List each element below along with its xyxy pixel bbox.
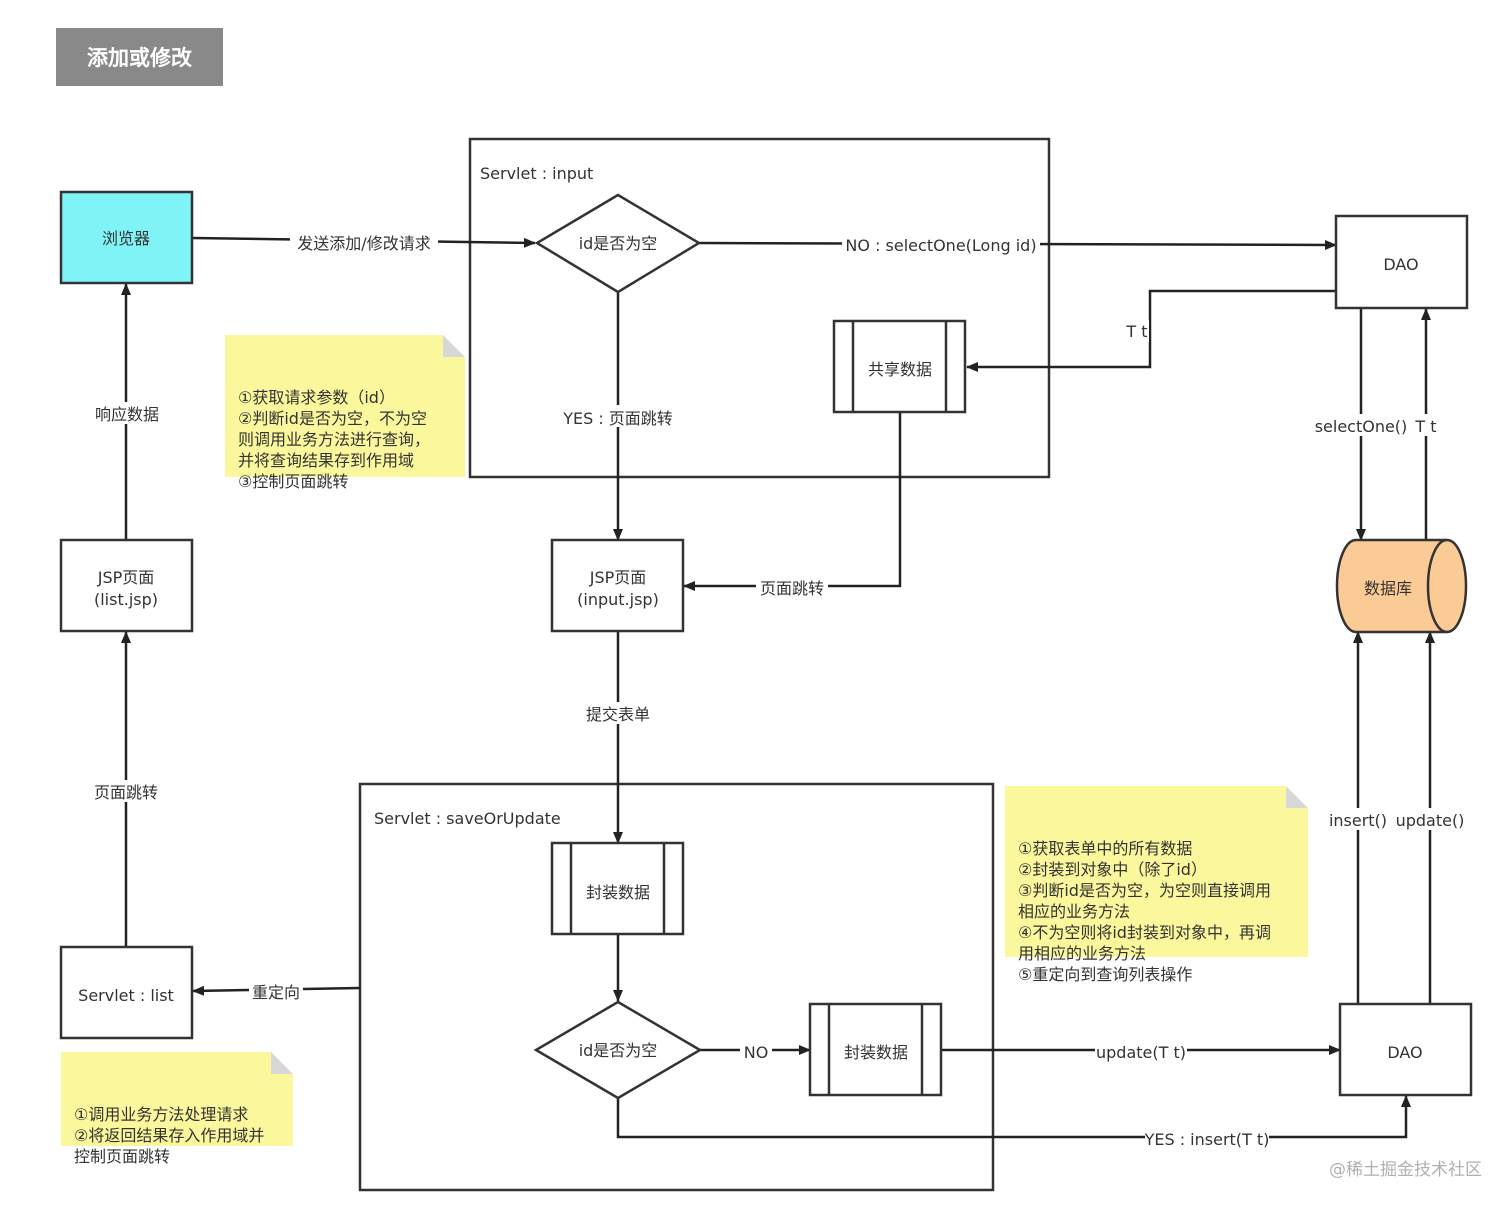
edge-labels: 发送添加/修改请求 NO : selectOne(Long id) T t YE… (90, 230, 1466, 1149)
servlet-input-label: Servlet : input (480, 164, 593, 183)
servlet-list-node[interactable]: Servlet : list (59, 945, 194, 1040)
input-note-text: ①获取请求参数（id） ②判断id是否为空，不为空 则调用业务方法进行查询， 并… (238, 388, 431, 491)
jsp-input-node[interactable]: JSP页面 (input.jsp) (550, 538, 685, 633)
edge-share-jump: 页面跳转 (760, 579, 824, 598)
pack-data-1-node[interactable]: 封装数据 (550, 841, 685, 936)
note-fold-icon (443, 335, 465, 357)
browser-label: 浏览器 (102, 229, 150, 248)
save-note-text: ①获取表单中的所有数据 ②封装到对象中（除了id） ③判断id是否为空，为空则直… (1018, 839, 1271, 984)
database-node[interactable]: 数据库 (1335, 538, 1468, 634)
servlet-list-label: Servlet : list (78, 986, 174, 1005)
edge-update: update() (1396, 811, 1465, 830)
servlet-input-container (468, 137, 1051, 479)
servlet-save-container (358, 782, 995, 1192)
edge-yes-jump: YES : 页面跳转 (562, 409, 673, 428)
edge-insert: insert() (1329, 811, 1387, 830)
watermark: @稀土掘金技术社区 (1329, 1160, 1482, 1180)
edge-page-jump-left: 页面跳转 (94, 783, 158, 802)
database-label: 数据库 (1364, 579, 1412, 598)
jsp-input-label-1: JSP页面 (589, 568, 647, 587)
decision-bottom-node[interactable]: id是否为空 (533, 1000, 703, 1100)
edge-select-one: selectOne() (1315, 417, 1408, 436)
dao-bottom-label: DAO (1387, 1043, 1422, 1062)
decision-top-node[interactable]: id是否为空 (534, 193, 702, 294)
edge-redirect: 重定向 (252, 983, 300, 1002)
jsp-list-label-2: (list.jsp) (94, 590, 158, 609)
note-fold-icon (1286, 786, 1308, 808)
jsp-input-label-2: (input.jsp) (577, 590, 659, 609)
list-note-text: ①调用业务方法处理请求 ②将返回结果存入作用域并 控制页面跳转 (74, 1105, 265, 1166)
edge-no-bottom: NO (744, 1043, 769, 1062)
decision-top-label: id是否为空 (579, 234, 658, 253)
diagram-title: 添加或修改 (56, 28, 223, 86)
pack-data-2-node[interactable]: 封装数据 (808, 1002, 943, 1097)
note-fold-icon (271, 1052, 293, 1074)
edge-return-t-db: T t (1414, 417, 1436, 436)
dao-top-node[interactable]: DAO (1334, 214, 1469, 310)
edge-no-select: NO : selectOne(Long id) (845, 236, 1036, 255)
list-note: ①调用业务方法处理请求 ②将返回结果存入作用域并 控制页面跳转 (61, 1052, 293, 1166)
servlet-save-label: Servlet : saveOrUpdate (374, 809, 561, 828)
dao-bottom-node[interactable]: DAO (1338, 1002, 1473, 1097)
edge-update-t: update(T t) (1096, 1043, 1186, 1062)
share-data-label: 共享数据 (868, 360, 932, 379)
save-note: ①获取表单中的所有数据 ②封装到对象中（除了id） ③判断id是否为空，为空则直… (1005, 786, 1308, 984)
edge-yes-insert: YES : insert(T t) (1144, 1130, 1270, 1149)
pack-data-2-label: 封装数据 (844, 1043, 908, 1062)
jsp-list-node[interactable]: JSP页面 (list.jsp) (59, 538, 194, 633)
dao-top-label: DAO (1383, 255, 1418, 274)
share-data-node[interactable]: 共享数据 (832, 319, 967, 414)
decision-bottom-label: id是否为空 (579, 1041, 658, 1060)
edge-response-data: 响应数据 (95, 405, 159, 424)
jsp-list-label-1: JSP页面 (97, 568, 155, 587)
input-note: ①获取请求参数（id） ②判断id是否为空，不为空 则调用业务方法进行查询， 并… (225, 335, 465, 491)
pack-data-1-label: 封装数据 (586, 883, 650, 902)
edge-submit-form: 提交表单 (586, 705, 650, 724)
edge-send-request: 发送添加/修改请求 (297, 234, 430, 253)
edge-return-t: T t (1125, 322, 1147, 341)
browser-node[interactable]: 浏览器 (59, 190, 194, 285)
